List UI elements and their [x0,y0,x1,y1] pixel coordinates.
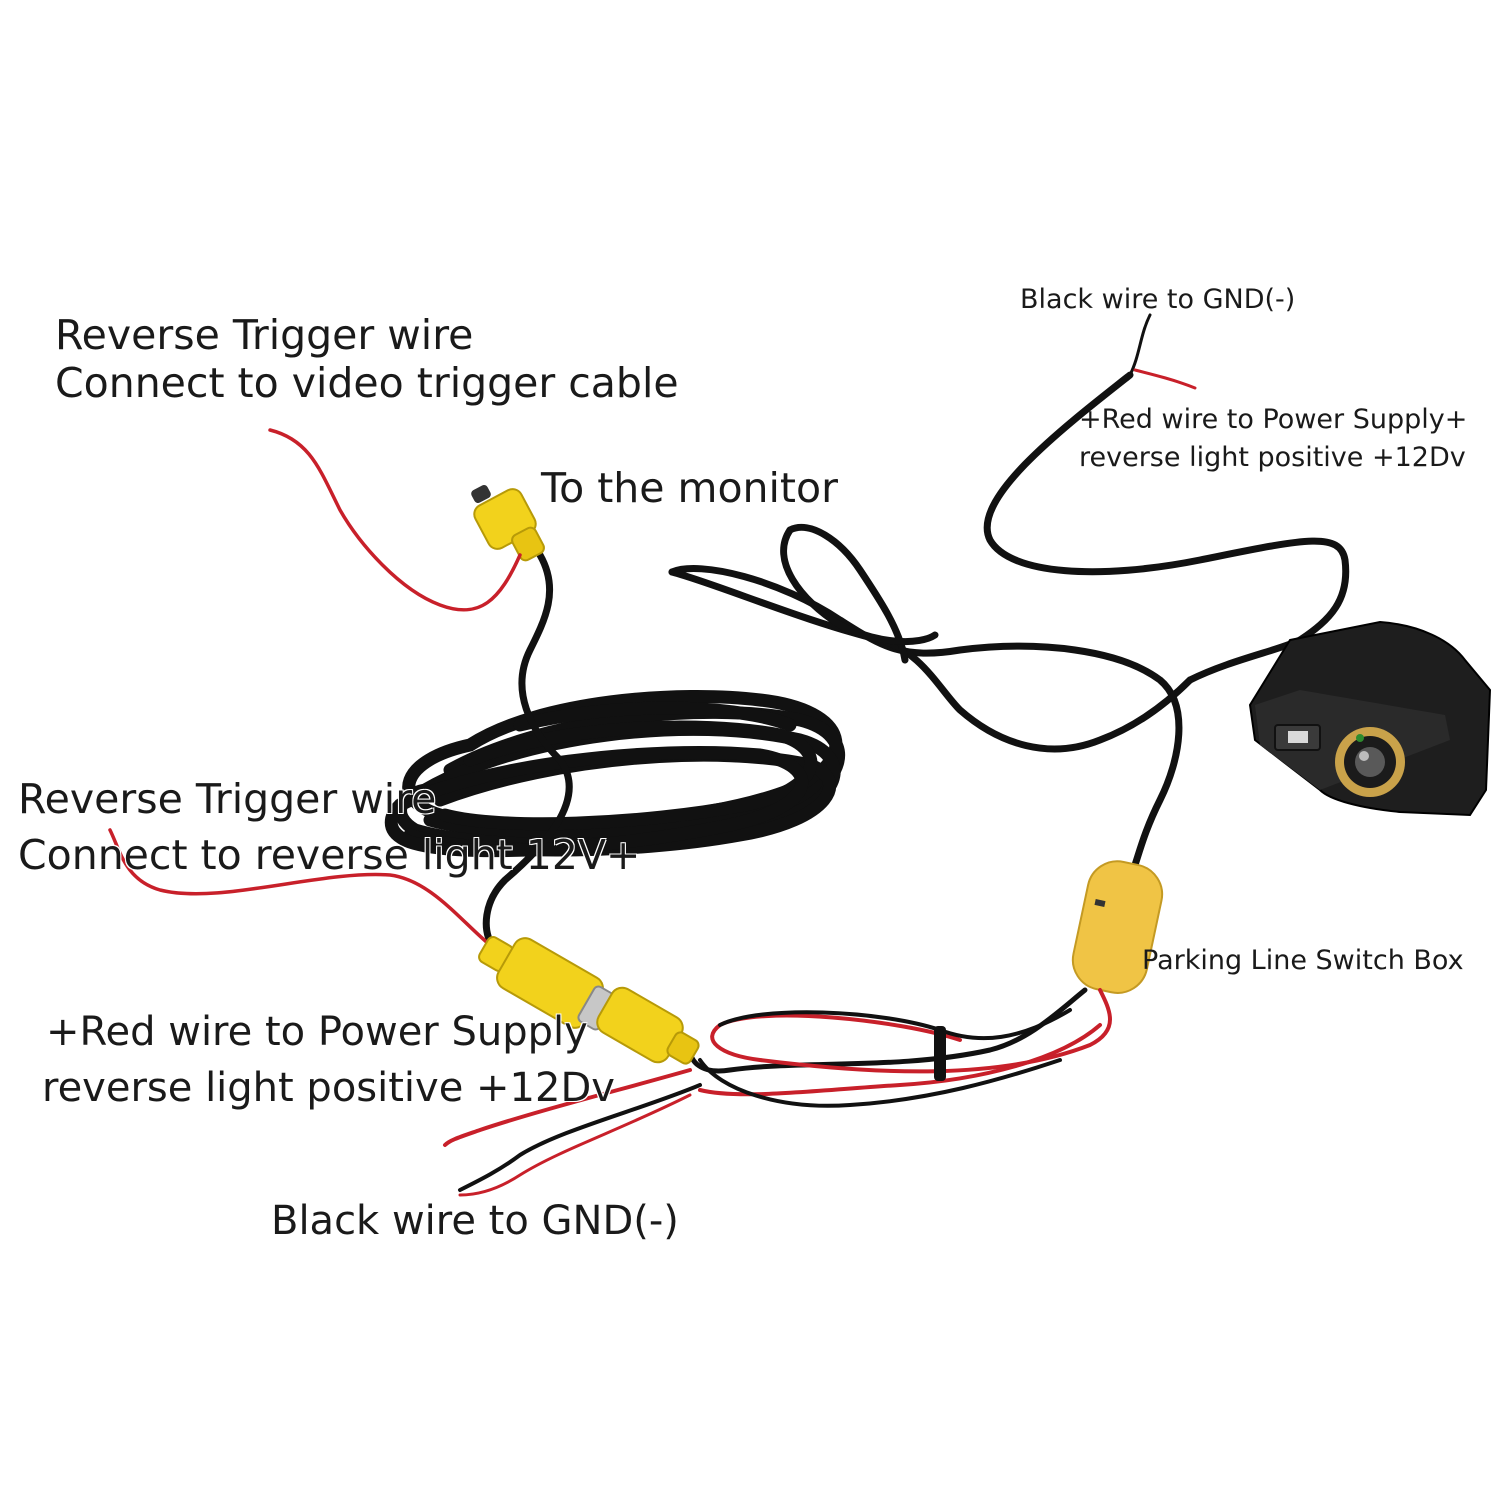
trigger-video-label: Reverse Trigger wire Connect to video tr… [55,311,679,408]
camera-red-wire-label-line2: reverse light positive +12Dv [1079,441,1466,473]
switch-box-label: Parking Line Switch Box [1142,945,1464,976]
monitor-rca-plug [471,485,545,562]
trigger-reverse-label-line1: Reverse Trigger wire [18,775,437,823]
trigger-video-label-line1: Reverse Trigger wire [55,311,474,359]
monitor-video-cable [482,551,573,954]
to-monitor-label: To the monitor [541,464,838,512]
backup-camera [1248,620,1492,817]
video-trigger-red-wire [268,428,522,612]
power-red-wire-label-line1: +Red wire to Power Supply [46,1009,588,1055]
power-harness [687,987,1112,1108]
trigger-reverse-label: Reverse Trigger wire Connect to reverse … [18,772,640,884]
camera-red-wire-label-line1: +Red wire to Power Supply+ [1079,404,1468,435]
camera-rca-connector [478,936,700,1065]
power-red-lead [443,1068,692,1147]
parking-line-switch-box [1071,860,1164,994]
camera-black-wire-label: Black wire to GND(-) [1020,284,1296,315]
coiled-cable [384,689,845,858]
power-black-lead-red-stripe [458,1093,692,1197]
camera-black-lead [1128,313,1152,377]
power-red-wire-label-line2: reverse light positive +12Dv [42,1065,615,1111]
power-red-wire-label: +Red wire to Power Supply reverse light … [42,1004,615,1116]
camera-red-lead [1133,368,1197,390]
trigger-video-label-line2: Connect to video trigger cable [55,359,679,408]
power-black-wire-label: Black wire to GND(-) [271,1198,679,1244]
camera-red-wire-label: +Red wire to Power Supply+ reverse light… [1079,401,1467,477]
power-black-lead [458,1083,702,1192]
trigger-reverse-label-line2: Connect to reverse light 12V+ [18,830,641,879]
reverse-trigger-red-wire [108,828,492,947]
